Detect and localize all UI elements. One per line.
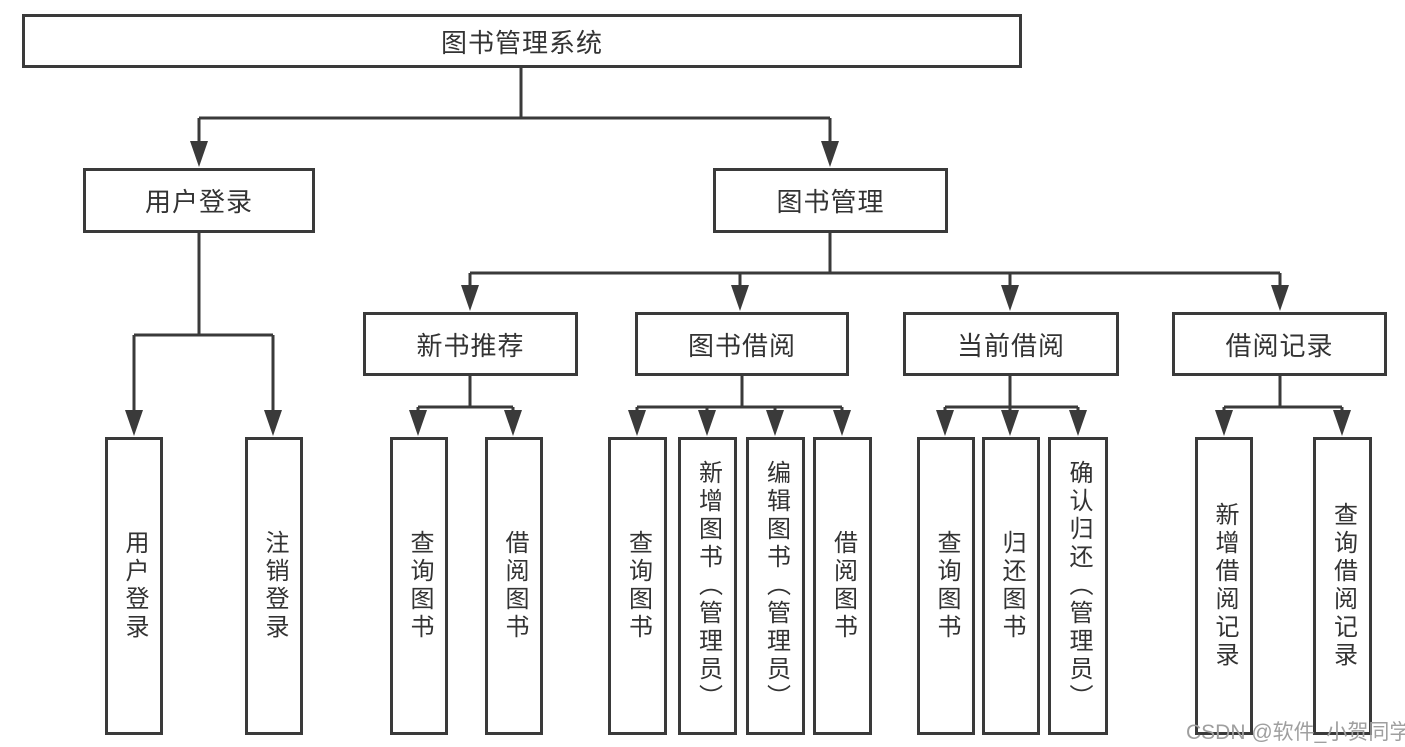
leaf-label: 注销登录	[261, 530, 288, 642]
node-book-management: 图书管理	[713, 168, 948, 233]
leaf-label: 确认归还（管理员）	[1065, 460, 1092, 712]
connector-user-login-to-children	[132, 232, 275, 414]
leaf-label: 查询图书	[624, 530, 652, 642]
leaf-label: 借阅图书	[501, 530, 528, 642]
leaf-edit-book-admin: 编辑图书（管理员）	[746, 437, 805, 735]
csdn-watermark: CSDN @软件_小贺同学	[1186, 721, 1405, 744]
leaf-label: 借阅图书	[829, 530, 857, 642]
leaf-logout: 注销登录	[245, 437, 303, 735]
node-book-borrow: 图书借阅	[635, 312, 849, 376]
node-root-library-system: 图书管理系统	[22, 14, 1022, 68]
leaf-label: 新增借阅记录	[1211, 502, 1238, 670]
leaf-query-borrow-record: 查询借阅记录	[1313, 437, 1372, 735]
leaf-query-books-recommend: 查询图书	[390, 437, 448, 735]
leaf-user-login: 用户登录	[105, 437, 163, 735]
node-new-book-recommend: 新书推荐	[363, 312, 578, 376]
leaf-add-borrow-record: 新增借阅记录	[1195, 437, 1253, 735]
connector-book-borrow-to-children	[635, 375, 844, 414]
node-user-login: 用户登录	[83, 168, 315, 233]
leaf-return-books: 归还图书	[982, 437, 1040, 735]
connector-current-borrow-to-children	[943, 375, 1080, 414]
leaf-query-books-borrow: 查询图书	[608, 437, 667, 735]
node-current-borrow: 当前借阅	[903, 312, 1119, 376]
connector-book-management-to-children	[468, 232, 1282, 289]
leaf-add-book-admin: 新增图书（管理员）	[678, 437, 737, 735]
leaf-label: 归还图书	[998, 530, 1025, 642]
node-borrow-records: 借阅记录	[1172, 312, 1387, 376]
leaf-label: 用户登录	[121, 530, 148, 642]
connector-root-to-level2	[197, 67, 832, 144]
leaf-borrow-books: 借阅图书	[813, 437, 872, 735]
connector-new-book-recommend-to-children	[416, 375, 515, 414]
leaf-query-books-current: 查询图书	[917, 437, 975, 735]
leaf-label: 查询借阅记录	[1329, 502, 1357, 670]
leaf-label: 查询图书	[933, 530, 960, 642]
arrow-down-icons	[125, 141, 1351, 436]
leaf-label: 查询图书	[406, 530, 433, 642]
leaf-label: 编辑图书（管理员）	[762, 460, 790, 712]
leaf-confirm-return-admin: 确认归还（管理员）	[1048, 437, 1108, 735]
leaf-label: 新增图书（管理员）	[694, 460, 722, 712]
connector-borrow-records-to-children	[1222, 375, 1344, 414]
leaf-borrow-books-recommend: 借阅图书	[485, 437, 543, 735]
